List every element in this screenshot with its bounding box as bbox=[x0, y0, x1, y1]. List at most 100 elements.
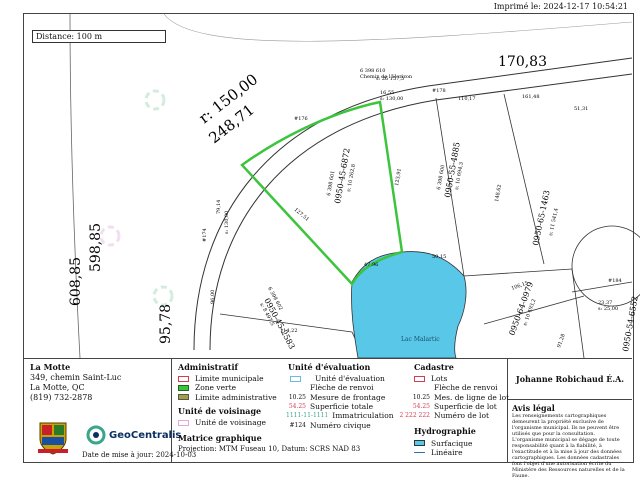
measure: 127,51 bbox=[293, 207, 310, 223]
map-frame bbox=[23, 13, 634, 463]
legend-town-column: La Motte 349, chemin Saint-Luc La Motte,… bbox=[24, 359, 196, 462]
measure: 114,22 bbox=[280, 328, 298, 334]
lot-right-sub: s: 10 694,3 bbox=[454, 162, 465, 191]
road-label: Chemin de l'Horizon bbox=[360, 74, 413, 80]
lot-line-west bbox=[69, 13, 81, 359]
lot-far-right-sub: s: 11 541,4 bbox=[548, 208, 560, 237]
legend-eval-column: Unité d'évaluation Unité d'évaluation Fl… bbox=[284, 359, 394, 462]
civic-number: #184 bbox=[608, 278, 622, 284]
lot-line-north bbox=[163, 13, 633, 42]
legend-item: Limite administrative bbox=[178, 393, 277, 402]
municipal-limit-swatch bbox=[178, 375, 189, 382]
eval-title: Unité d'évaluation bbox=[288, 362, 371, 372]
map-viewport[interactable]: Chemin de l'Horizon 6 398 610 s: 26 157,… bbox=[24, 13, 640, 359]
legend-item: Limite municipale bbox=[178, 374, 272, 383]
legend-item: Unité de voisinage bbox=[178, 418, 272, 427]
lot-line bbox=[219, 313, 353, 333]
legend-item: Lots bbox=[394, 374, 503, 383]
big-measure: 95,78 bbox=[158, 304, 174, 344]
hydro-surface-swatch bbox=[414, 440, 425, 447]
matrice-title: Matrice graphique bbox=[178, 433, 262, 444]
measure: 148,62 bbox=[494, 184, 503, 202]
voisinage-title: Unité de voisinage bbox=[178, 405, 262, 416]
geocentralis-logo: GeoCentralis bbox=[86, 425, 181, 445]
coat-of-arms-icon bbox=[38, 421, 68, 455]
geocentralis-logo-text: GeoCentralis bbox=[109, 429, 182, 441]
measure: 16,55 bbox=[380, 90, 394, 96]
hydro-line-swatch bbox=[414, 451, 425, 453]
big-measure: 598,85 bbox=[88, 223, 104, 272]
lot-line bbox=[571, 281, 633, 293]
lot-main-sub: s: 10 262,8 bbox=[346, 164, 357, 193]
print-timestamp: Imprimé le: 2024-12-17 10:54:21 bbox=[493, 2, 628, 11]
lot-line bbox=[503, 93, 545, 265]
town-address1: 349, chemin Saint-Luc bbox=[30, 373, 122, 382]
projection-text: Projection: MTM Fuseau 10, Datum: SCRS N… bbox=[178, 445, 361, 454]
big-measure: 170,83 bbox=[498, 54, 547, 70]
measure: s: 130,00 bbox=[380, 96, 403, 102]
legend-item: Unité d'évaluation bbox=[286, 374, 386, 383]
legend-item: Zone verte bbox=[178, 383, 272, 392]
cadastre-title: Cadastre bbox=[414, 362, 454, 372]
measure: 106,15 bbox=[511, 280, 529, 292]
lot-far-right-number: 0950-65-1463 bbox=[531, 189, 552, 246]
civic-number: #176 bbox=[294, 116, 308, 122]
selected-lot-outline[interactable] bbox=[240, 100, 404, 287]
watermark-logos bbox=[99, 89, 174, 307]
civic-number: #178 bbox=[432, 88, 446, 94]
measure: 110,17 bbox=[458, 96, 476, 102]
green-zone-swatch bbox=[178, 384, 189, 391]
map-canvas[interactable]: Chemin de l'Horizon 6 398 610 s: 26 157,… bbox=[24, 13, 640, 359]
legend-legal-column: Johanne Robichaud É.A. Avis légal Les re… bbox=[508, 359, 632, 479]
lot-main-area: 6 398 601 bbox=[326, 170, 336, 196]
legend-item: Surfacique bbox=[394, 438, 503, 448]
legend-item: Flèche de renvoi bbox=[310, 383, 374, 393]
admin-limit-swatch bbox=[178, 394, 189, 401]
measure: 91,28 bbox=[556, 333, 567, 349]
scale-distance: Distance: 100 m bbox=[32, 30, 166, 43]
top-lot-sub: s: 26 157,5 bbox=[376, 76, 404, 82]
measure: 79,14 bbox=[216, 200, 222, 214]
measure: 23,37 bbox=[598, 300, 612, 306]
eval-unit-swatch bbox=[290, 375, 301, 382]
town-address2: La Motte, QC bbox=[30, 383, 85, 392]
big-measure: 608,85 bbox=[68, 257, 84, 306]
update-date: Date de mise à jour: 2024-10-03 bbox=[82, 451, 197, 459]
lots-swatch bbox=[414, 375, 425, 382]
measure: 51,31 bbox=[574, 106, 588, 112]
road-edge-outer bbox=[193, 57, 633, 351]
legend-admin-column: Administratif Limite municipale Zone ver… bbox=[172, 359, 361, 462]
lot-right-area: 6 398 600 bbox=[436, 164, 446, 190]
measure: 123,91 bbox=[394, 168, 403, 186]
measure: 50,15 bbox=[432, 254, 446, 260]
town-phone: (819) 732-2878 bbox=[30, 393, 93, 402]
civic-number: #174 bbox=[202, 228, 208, 242]
surveyor-name: Johanne Robichaud É.A. bbox=[508, 359, 632, 400]
admin-title: Administratif bbox=[178, 362, 238, 372]
lake-label: Lac Malartic bbox=[401, 336, 440, 343]
measure: s: 130,00 bbox=[224, 211, 230, 234]
voisinage-swatch bbox=[178, 419, 189, 426]
road-edge-inner bbox=[209, 73, 633, 351]
lot-line bbox=[435, 97, 465, 277]
lot-line bbox=[571, 268, 585, 359]
legend-item: Flèche de renvoi bbox=[434, 383, 498, 393]
avis-text: Les renseignements cartographiques demeu… bbox=[512, 413, 625, 479]
geocentralis-logo-icon bbox=[86, 425, 106, 445]
avis-title: Avis légal bbox=[512, 403, 555, 413]
legend-item: Linéaire bbox=[394, 448, 503, 457]
measure: s: 25,00 bbox=[598, 306, 618, 312]
lot-line bbox=[463, 268, 573, 277]
measure: 161,48 bbox=[522, 94, 540, 100]
lot-line bbox=[483, 295, 585, 325]
town-name: La Motte bbox=[30, 362, 71, 372]
measure: 96,00 bbox=[210, 290, 216, 304]
top-lot-id: 6 398 610 bbox=[360, 68, 385, 74]
